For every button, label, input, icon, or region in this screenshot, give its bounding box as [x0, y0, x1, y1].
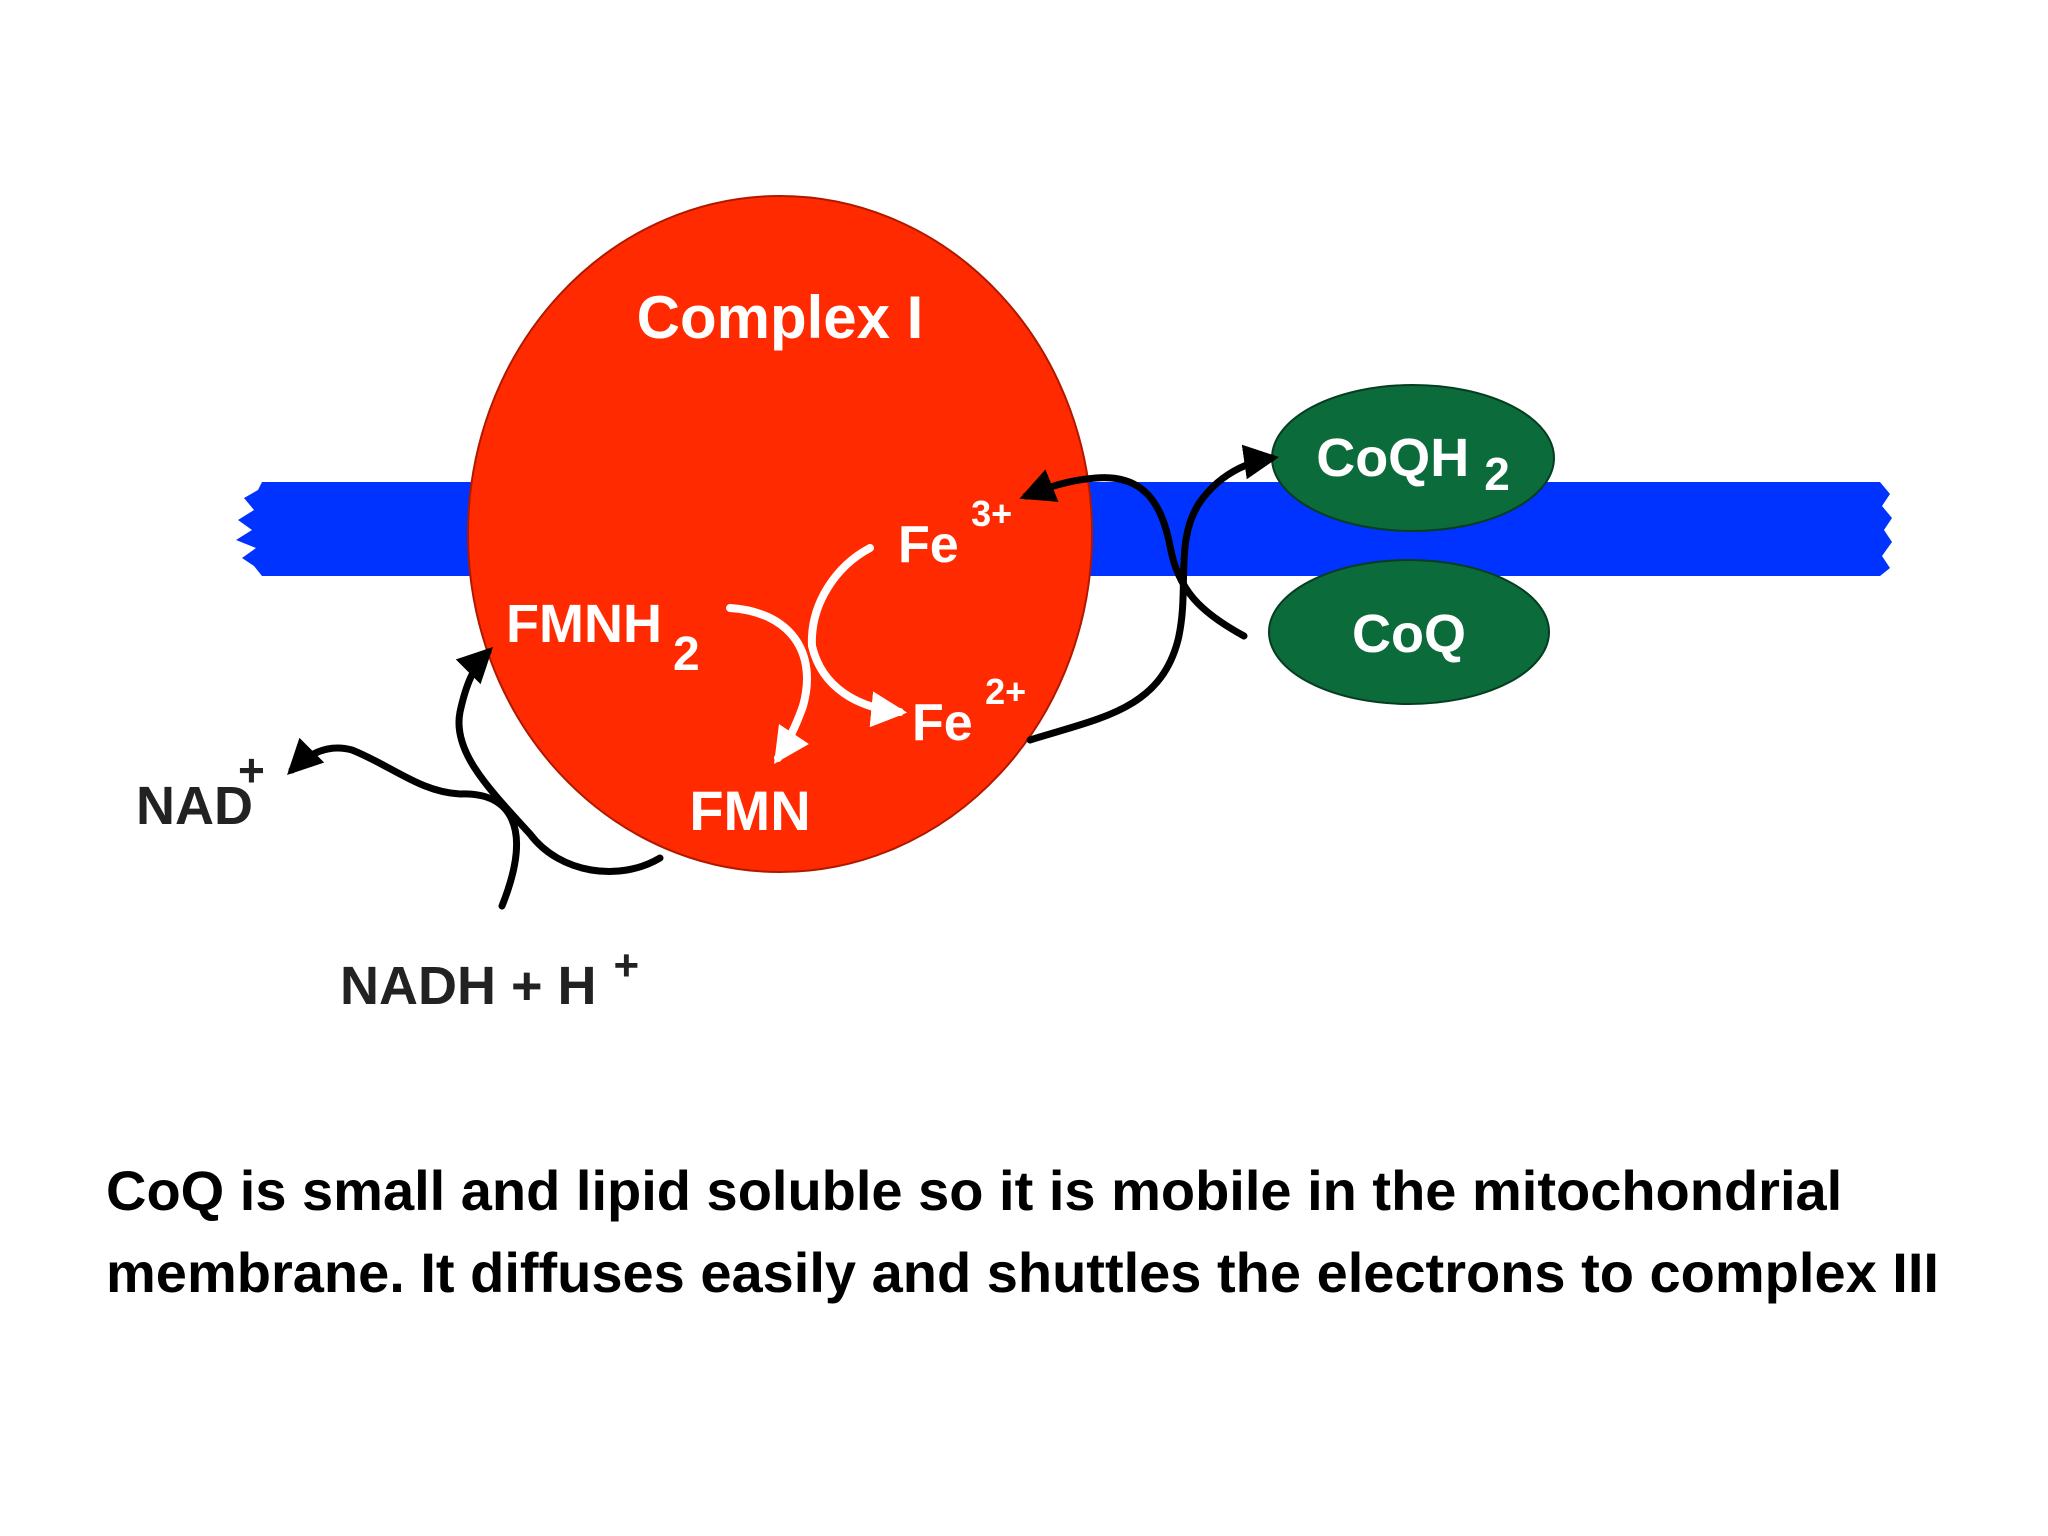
fmnh2-subscript: 2 — [673, 628, 700, 681]
coq-to-fe3-arrow — [1019, 469, 1248, 640]
fmn-to-fmnh2-arrow — [455, 647, 664, 875]
nad-base: NAD — [136, 776, 253, 836]
fmn-label: FMN — [689, 779, 810, 842]
coqh2-base: CoQH — [1316, 428, 1469, 488]
fe2-label: Fe 2+ — [912, 671, 1026, 752]
complex-i-label: Complex I — [637, 284, 924, 351]
complex-i-ellipse — [467, 195, 1093, 873]
fe2-superscript: 2+ — [985, 671, 1026, 712]
fe3-superscript: 3+ — [971, 493, 1012, 534]
nadh-base: NADH + H — [340, 956, 597, 1016]
nad-superscript: + — [238, 744, 265, 796]
fe3-base: Fe — [898, 516, 959, 574]
coqh2-subscript: 2 — [1484, 448, 1510, 500]
fmnh2-base: FMNH — [506, 594, 662, 654]
coq-label: CoQ — [1352, 604, 1466, 664]
coq-ellipse — [1268, 559, 1550, 705]
fmnh2-to-fmn-arrow — [726, 604, 811, 764]
nad-label: NAD + — [136, 744, 268, 836]
coqh2-label: CoQH 2 — [1316, 428, 1510, 500]
fe3-label: Fe 3+ — [898, 493, 1012, 574]
nadh-to-nad-arrow — [287, 737, 520, 910]
caption-text: CoQ is small and lipid soluble so it is … — [106, 1159, 1939, 1304]
nadh-superscript: + — [614, 941, 640, 990]
fmnh2-label: FMNH 2 — [506, 594, 700, 681]
fe2-base: Fe — [912, 694, 973, 752]
nadh-label: NADH + H + — [340, 941, 639, 1016]
fe3-to-fe2-arrow — [807, 544, 908, 728]
fe2-to-coqh2-arrow — [1026, 444, 1279, 744]
